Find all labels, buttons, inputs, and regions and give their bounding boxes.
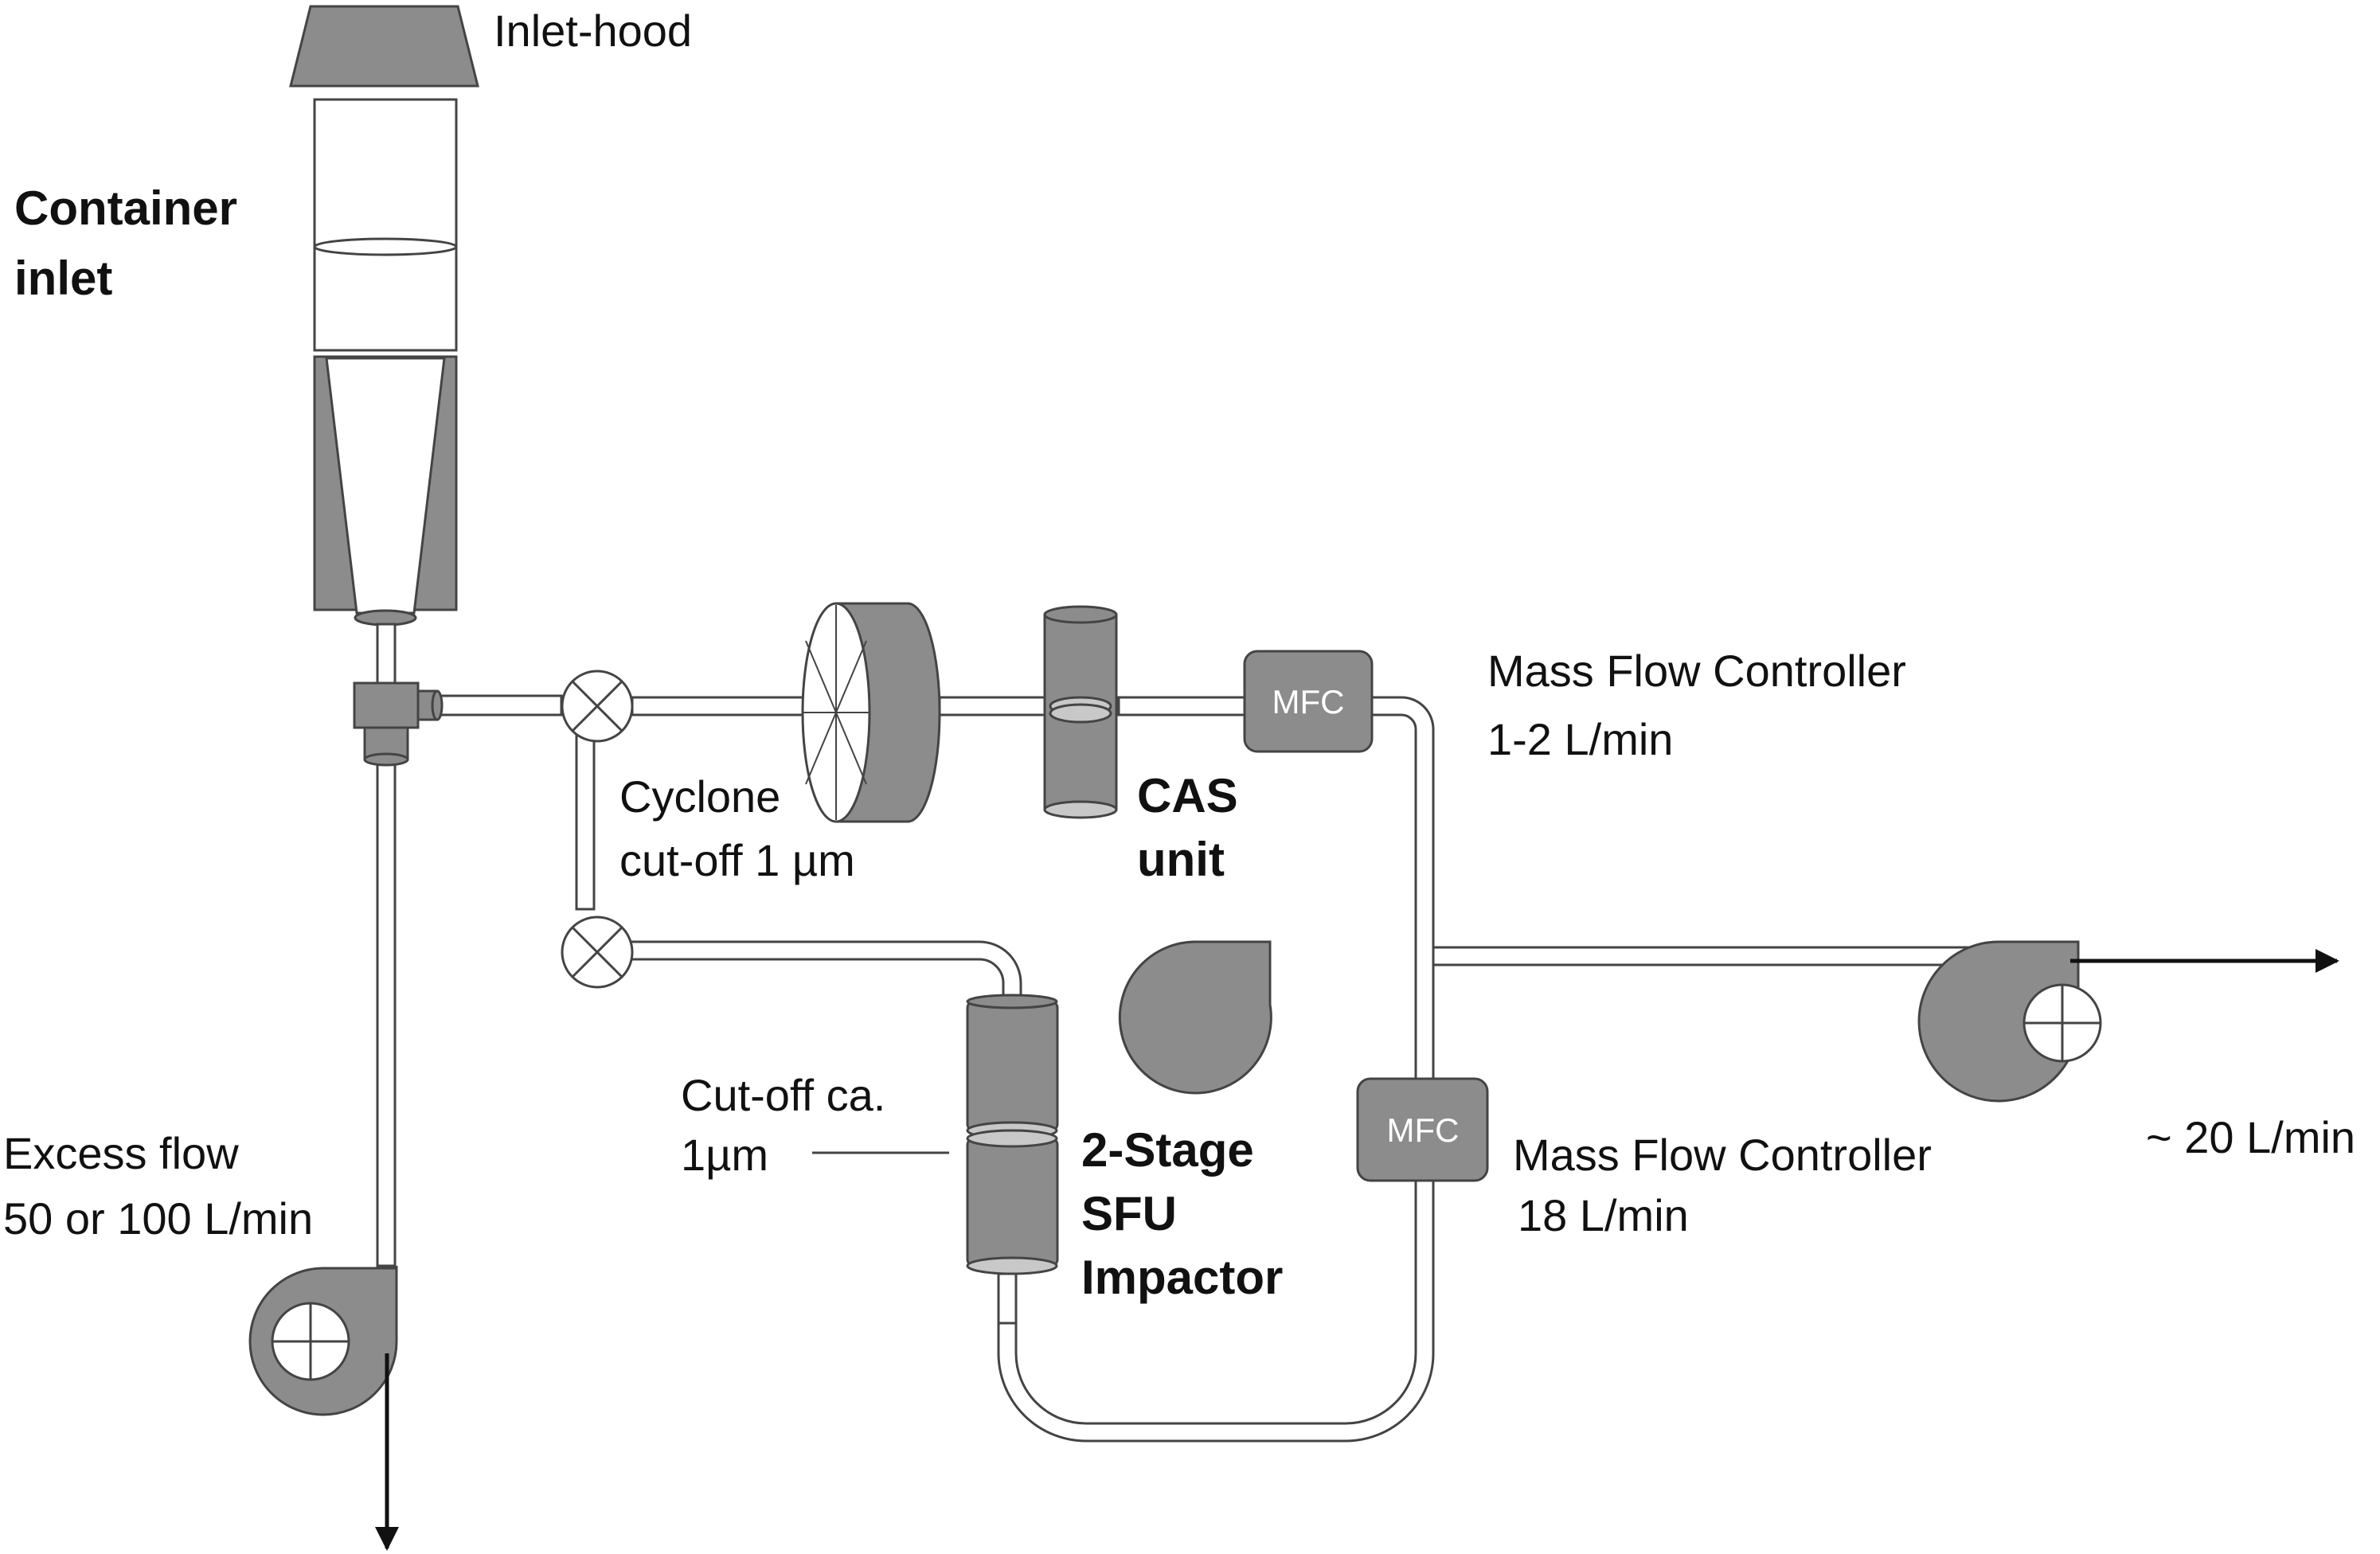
tube-mfc-top-down (1368, 696, 1435, 1080)
cas-unit (1043, 605, 1118, 819)
label-cyclone-line1: Cyclone (619, 771, 780, 822)
valve-icon (561, 916, 634, 989)
label-cas-line2: unit (1137, 833, 1225, 886)
label-container-inlet-line1: Container (14, 182, 237, 235)
valve-icon (561, 670, 634, 743)
tube-inlet-down (376, 623, 397, 689)
label-sfu-line1: 2-Stage (1081, 1123, 1254, 1177)
label-sfu-line2: SFU (1081, 1187, 1177, 1240)
tube-junction-to-pump (1432, 946, 2012, 966)
label-mfc-top-name: Mass Flow Controller (1487, 646, 1906, 696)
mfc-top-box-label: MFC (1272, 683, 1345, 720)
tube-t-to-valve (432, 694, 563, 716)
label-cas-line1: CAS (1137, 769, 1238, 822)
tube-cyclone-to-cas (938, 696, 1049, 716)
label-mfc-bottom-name: Mass Flow Controller (1513, 1130, 1932, 1180)
pump-icon (248, 1266, 398, 1416)
mfc-bottom-box (1356, 1077, 1489, 1182)
tube-excess-down (376, 759, 397, 1267)
inlet-tube-ring (313, 237, 458, 256)
inlet-hood (289, 5, 479, 88)
tube-valve2-to-sfu (627, 940, 1022, 1006)
pump-icon (1917, 940, 2102, 1103)
cyclone (801, 602, 941, 823)
mfc-bottom-box-label: MFC (1387, 1111, 1460, 1149)
inlet-upper-tube (313, 98, 458, 352)
mfc-top-box (1243, 650, 1374, 753)
t-piece (353, 681, 444, 767)
inlet-cone (325, 357, 446, 615)
tube-cas-to-mfc (1117, 696, 1248, 716)
label-excess-line1: Excess flow (3, 1128, 239, 1178)
label-mfc-bottom-flow: 18 L/min (1518, 1190, 1689, 1240)
label-cutoff-line2: 1µm (681, 1130, 768, 1180)
label-excess-line2: 50 or 100 L/min (3, 1193, 313, 1244)
label-mfc-top-flow: 1-2 L/min (1487, 714, 1673, 764)
label-container-inlet-line2: inlet (14, 252, 112, 305)
label-cyclone-line2: cut-off 1 µm (619, 835, 855, 885)
tube-sfu-to-mfc-bottom (997, 1177, 1435, 1443)
sfu-impactor (966, 994, 1059, 1275)
sfu-outlet-stub (997, 1272, 1018, 1325)
tube-valve-down (575, 724, 596, 911)
label-sfu-line3: Impactor (1081, 1251, 1283, 1304)
tube-valve-to-cyclone (631, 696, 809, 716)
label-cutoff-line1: Cut-off ca. (681, 1070, 885, 1120)
label-pump-flow: ~ 20 L/min (2146, 1112, 2355, 1162)
label-inlet-hood: Inlet-hood (494, 6, 692, 56)
inlet-cone-outlet (354, 609, 417, 627)
